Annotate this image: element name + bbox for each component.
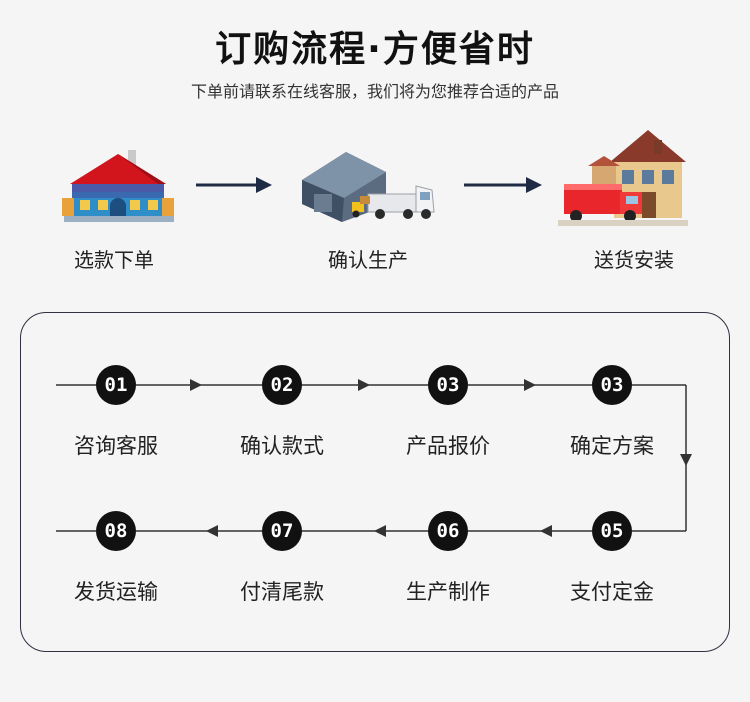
step-number-badge: 03 xyxy=(428,365,468,405)
step-number-badge: 05 xyxy=(592,511,632,551)
step-number-badge: 06 xyxy=(428,511,468,551)
page-subtitle: 下单前请联系在线客服，我们将为您推荐合适的产品 xyxy=(190,82,559,101)
step-label: 付清尾款 xyxy=(240,580,324,604)
page-title: 订购流程·方便省时 xyxy=(215,29,535,70)
stage-label: 确认生产 xyxy=(328,248,408,272)
step-label: 确定方案 xyxy=(570,434,654,458)
step-label: 生产制作 xyxy=(406,580,490,604)
step-label: 咨询客服 xyxy=(74,434,158,458)
stage-label: 选款下单 xyxy=(74,248,154,272)
step-number-badge: 07 xyxy=(262,511,302,551)
step-label: 支付定金 xyxy=(570,580,654,604)
store-building-icon xyxy=(62,150,174,222)
step-number-badge: 08 xyxy=(96,511,136,551)
step-number-badge: 03 xyxy=(592,365,632,405)
step-label: 产品报价 xyxy=(406,434,490,458)
step-number-badge: 02 xyxy=(262,365,302,405)
arrow-right-icon xyxy=(464,177,542,193)
stage-label: 送货安装 xyxy=(594,248,674,272)
step-number-badge: 01 xyxy=(96,365,136,405)
warehouse-truck-icon xyxy=(302,152,435,222)
house-delivery-icon xyxy=(558,130,688,226)
step-label: 确认款式 xyxy=(240,434,324,458)
step-label: 发货运输 xyxy=(74,580,158,604)
arrow-right-icon xyxy=(196,177,272,193)
